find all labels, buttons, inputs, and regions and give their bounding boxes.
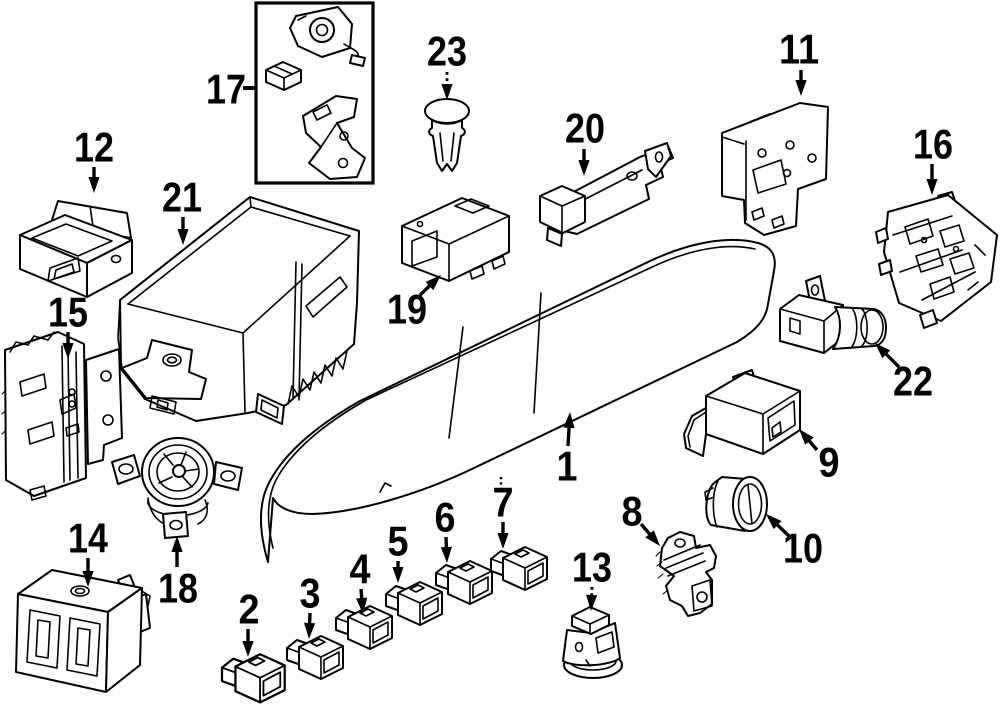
callout-arrow-head	[425, 275, 441, 291]
callout-number: 10	[783, 525, 823, 572]
callout-arrow-head	[766, 514, 782, 530]
part-13-push-switch-drawing	[562, 606, 623, 679]
callout-arrow-head	[799, 429, 814, 445]
callout-21-console-housing: 21	[162, 174, 202, 245]
callout-arrow-head	[88, 177, 100, 193]
part-23-retainer-clip-drawing	[424, 98, 470, 172]
callout-number: 16	[913, 121, 953, 168]
callout-arrow-head	[82, 571, 94, 587]
part-8-mount-bracket-drawing	[655, 531, 717, 617]
callout-number: 15	[48, 289, 88, 336]
callout-9-switch-housing: 9	[799, 429, 840, 486]
callout-15-control-module: 15	[48, 289, 88, 359]
callout-arrow-head	[242, 641, 254, 657]
callout-22-lighter-socket-assembly: 22	[875, 343, 933, 405]
callout-14-module: 14	[68, 515, 109, 587]
callout-number: 17	[206, 66, 246, 113]
callout-number: 7	[493, 479, 514, 526]
callout-arrow-head	[304, 622, 316, 639]
part-7-switch-drawing	[490, 546, 548, 591]
callout-6-switch: 6	[435, 494, 456, 563]
connector-plug-icon	[265, 61, 302, 91]
callout-number: 14	[68, 515, 109, 562]
part-4-switch-drawing	[335, 605, 393, 650]
callout-number: 1	[557, 443, 578, 490]
callout-arrow-head	[875, 343, 891, 359]
callout-arrow-head	[356, 597, 368, 614]
callout-11-control-module-bracket: 11	[779, 26, 819, 96]
callout-1-console-trim-panel: 1	[557, 412, 578, 490]
part-22-lighter-socket-assembly-drawing	[779, 275, 887, 354]
callout-arrow-head	[440, 546, 452, 563]
callout-17-component-kit-box: 17	[206, 66, 257, 113]
callout-arrow-head	[563, 412, 575, 429]
callout-5-switch: 5	[388, 518, 409, 583]
part-19-module-drawing	[401, 197, 510, 282]
callout-20-bracket-assembly: 20	[565, 105, 605, 176]
callout-number: 21	[162, 174, 202, 221]
part-1-console-trim-panel-drawing	[260, 238, 776, 563]
callout-number: 13	[572, 544, 612, 591]
callout-arrow-head	[177, 229, 189, 245]
part-20-bracket-assembly-drawing	[539, 142, 674, 247]
callout-arrow-head	[497, 533, 509, 549]
callout-arrow-shaft	[882, 350, 901, 369]
callout-18-speaker: 18	[158, 536, 198, 612]
callout-arrow-head	[578, 160, 590, 176]
callout-19-module: 19	[387, 275, 441, 333]
callout-3-switch: 3	[300, 570, 321, 639]
callout-arrow-head	[392, 567, 404, 583]
part-2-switch-drawing	[220, 653, 286, 704]
callout-13-push-switch: 13	[572, 544, 612, 611]
buzzer-icon	[289, 6, 366, 67]
callout-arrow-head	[62, 343, 74, 359]
callout-16-junction-block: 16	[913, 121, 953, 195]
callout-number: 2	[239, 586, 260, 633]
part-16-junction-block-drawing	[875, 191, 998, 329]
callout-12-module: 12	[74, 124, 114, 193]
callout-arrow-shaft	[774, 521, 791, 538]
callout-number: 3	[300, 570, 321, 617]
part-9-switch-housing-drawing	[683, 369, 801, 457]
callout-number: 18	[158, 565, 198, 612]
callout-number: 5	[388, 518, 409, 565]
callout-number: 12	[74, 124, 114, 171]
callout-arrow-shaft	[566, 424, 571, 447]
callout-4-switch: 4	[350, 546, 372, 614]
callout-arrow-head	[586, 594, 598, 611]
part-3-switch-drawing	[286, 635, 344, 680]
part-18-speaker-drawing	[111, 437, 243, 539]
callout-number: 11	[779, 26, 819, 73]
callout-arrow-head	[645, 530, 660, 546]
callout-2-switch: 2	[239, 586, 260, 657]
callout-arrow-head	[795, 80, 807, 96]
part-17-component-kit-box	[254, 1, 375, 185]
part-5-switch-drawing	[385, 581, 443, 626]
part-21-console-housing-drawing	[117, 196, 360, 425]
callout-arrow-head	[926, 179, 938, 195]
callout-10-power-outlet-socket: 10	[766, 514, 823, 572]
callout-number: 22	[893, 358, 933, 405]
callout-number: 20	[565, 105, 605, 152]
callout-8-mount-bracket: 8	[622, 488, 660, 546]
callout-7-switch: 7	[493, 479, 514, 549]
bracket-icon	[302, 95, 366, 180]
callout-23-retainer-clip: 23	[427, 28, 467, 100]
part-6-switch-drawing	[435, 560, 493, 605]
callout-arrow-head	[441, 84, 453, 100]
part-14-module-drawing	[15, 569, 151, 693]
callout-arrow-head	[171, 536, 183, 552]
part-10-power-outlet-socket-drawing	[704, 476, 768, 532]
callout-number: 8	[622, 488, 643, 535]
callout-number: 6	[435, 494, 456, 541]
callout-number: 23	[427, 28, 467, 75]
part-15-control-module-drawing	[1, 331, 123, 501]
callout-number: 4	[350, 546, 372, 593]
callout-number: 9	[819, 439, 840, 486]
part-11-control-module-bracket-drawing	[721, 102, 829, 236]
part-12-module-drawing	[19, 200, 133, 298]
